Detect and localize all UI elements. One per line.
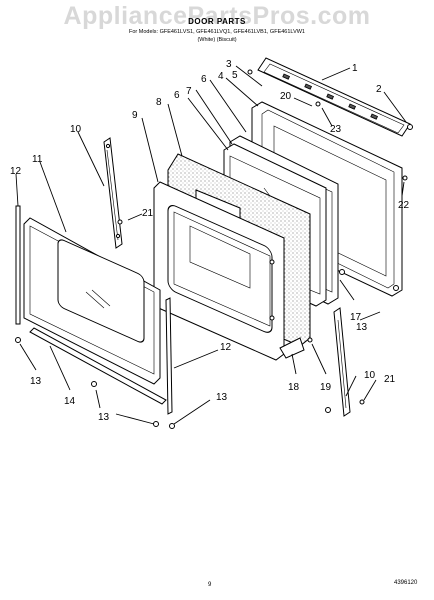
inner-door-frame-part — [153, 181, 285, 361]
callout-14: 14 — [64, 396, 76, 407]
callout-3: 3 — [226, 59, 232, 70]
model-numbers: For Models: GFE461LVS1, GFE461LVQ1, GFE4… — [129, 29, 305, 35]
callout-11: 11 — [32, 154, 43, 165]
right-side-trim-part — [165, 297, 175, 429]
callout-6b: 6 — [174, 90, 180, 101]
leader-lines — [15, 65, 407, 425]
outer-door-panel-part — [23, 217, 161, 385]
callout-13c: 13 — [98, 412, 110, 423]
callout-10: 10 — [70, 124, 82, 135]
callout-9: 9 — [132, 110, 138, 121]
callout-19: 19 — [320, 382, 332, 393]
callout-2: 2 — [376, 84, 382, 95]
callout-13: 13 — [356, 322, 368, 333]
callout-7: 7 — [186, 86, 192, 97]
callout-12: 12 — [10, 166, 22, 177]
hinge-part — [117, 101, 408, 427]
right-door-channel-part — [325, 307, 365, 417]
callout-6: 6 — [201, 74, 207, 85]
callout-1: 1 — [352, 63, 358, 74]
watermark-logo: AppliancePartsPros.com — [63, 2, 371, 30]
color-variants: (White) (Biscuit) — [197, 37, 237, 43]
callout-20: 20 — [280, 91, 292, 102]
page-number: 9 — [208, 582, 212, 588]
left-door-channel-part — [103, 137, 123, 249]
callout-4: 4 — [218, 71, 224, 82]
diagram-title: DOOR PARTS — [188, 17, 246, 26]
callout-13b: 13 — [30, 376, 42, 387]
callout-23: 23 — [330, 124, 342, 135]
bottom-trim-part — [29, 327, 167, 405]
vent-trim-part — [247, 57, 413, 137]
callout-12b: 12 — [220, 342, 232, 353]
left-side-trim-part — [15, 205, 21, 343]
callout-17: 17 — [350, 312, 362, 323]
callout-labels: 1 2 3 4 5 6 7 8 6 9 10 11 12 21 22 20 23… — [10, 59, 410, 423]
callout-5: 5 — [232, 70, 238, 81]
callout-10b: 10 — [364, 370, 376, 381]
document-number: 4396120 — [394, 580, 418, 586]
callout-8: 8 — [156, 97, 162, 108]
callout-22: 22 — [398, 200, 410, 211]
callout-21: 21 — [142, 208, 154, 219]
callout-21b: 21 — [384, 374, 396, 385]
callout-13d: 13 — [216, 392, 228, 403]
callout-18: 18 — [288, 382, 300, 393]
